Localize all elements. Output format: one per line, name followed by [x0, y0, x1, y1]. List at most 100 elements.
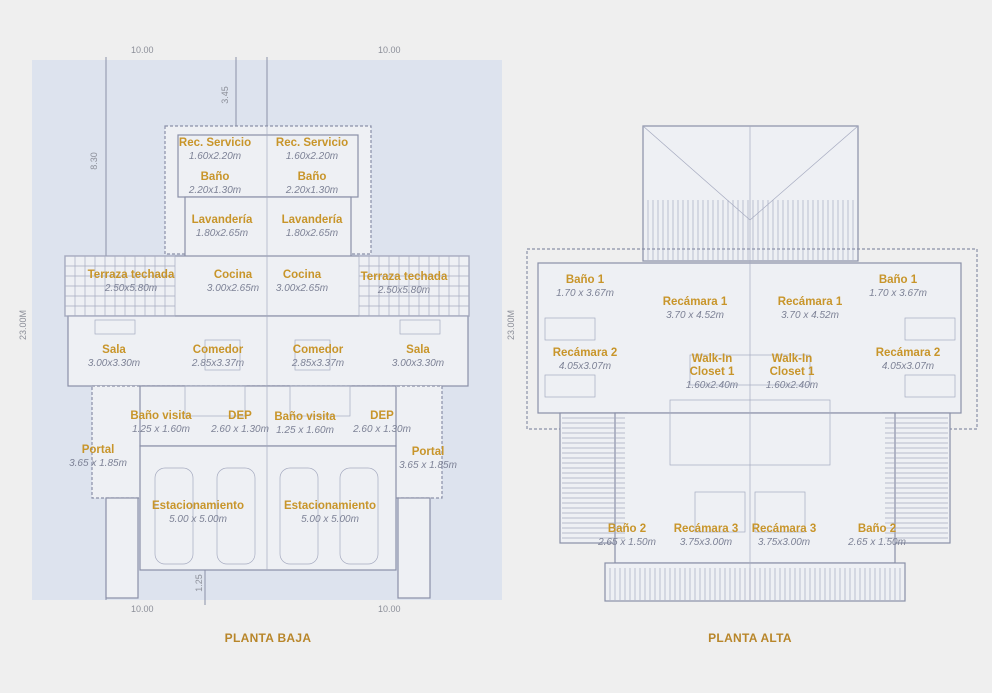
room-label: Comedor 2.85x3.37m	[292, 344, 344, 370]
room-size: 2.60 x 1.30m	[211, 424, 269, 435]
room-label: Baño visita 1.25 x 1.60m	[130, 410, 191, 436]
planta-alta-title: PLANTA ALTA	[708, 631, 792, 645]
room-name: Walk-In Closet 1	[689, 353, 735, 378]
room-size: 3.75x3.00m	[757, 537, 811, 548]
room-name: Comedor	[192, 344, 244, 356]
room-name: Sala	[406, 344, 430, 356]
room-label: Recámara 1 3.70 x 4.52m	[663, 296, 728, 322]
room-size: 3.00x2.65m	[275, 283, 329, 294]
room-name: Cocina	[213, 269, 253, 281]
room-name: Baño 2	[857, 523, 897, 535]
room-label: DEP 2.60 x 1.30m	[211, 410, 269, 436]
room-label: Recámara 1 3.70 x 4.52m	[778, 296, 843, 322]
room-label: Sala 3.00x3.30m	[88, 344, 140, 370]
room-name: Baño	[200, 171, 230, 183]
room-label: Sala 3.00x3.30m	[392, 344, 444, 370]
room-name: Portal	[411, 446, 445, 458]
room-label: Recámara 3 3.75x3.00m	[674, 523, 739, 549]
room-size: 2.20x1.30m	[188, 185, 242, 196]
room-label: Baño 1 1.70 x 3.67m	[869, 274, 927, 300]
room-name: Baño	[297, 171, 327, 183]
dim-bottom-left: 10.00	[131, 604, 154, 614]
room-name: Rec. Servicio	[178, 137, 252, 149]
room-size: 2.60 x 1.30m	[353, 424, 411, 435]
room-size: 2.65 x 1.50m	[848, 537, 906, 548]
room-size: 1.25 x 1.60m	[132, 424, 190, 435]
room-size: 3.00x2.65m	[206, 283, 260, 294]
room-name: Baño 1	[565, 274, 605, 286]
room-name: Recámara 2	[875, 347, 941, 359]
room-size: 2.50x5.80m	[104, 283, 158, 294]
planta-baja-title: PLANTA BAJA	[224, 631, 312, 645]
room-size: 4.05x3.07m	[558, 361, 612, 372]
room-label: Estacionamiento 5.00 x 5.00m	[284, 500, 376, 526]
dim-front-setback: 1.25	[193, 574, 204, 592]
room-size: 2.85x3.37m	[191, 358, 245, 369]
room-size: 2.50x5.80m	[377, 285, 431, 296]
room-size: 1.80x2.65m	[195, 228, 249, 239]
room-name: DEP	[228, 410, 252, 422]
room-size: 1.70 x 3.67m	[869, 288, 927, 299]
room-label: Recámara 3 3.75x3.00m	[752, 523, 817, 549]
room-label: Baño 2 2.65 x 1.50m	[848, 523, 906, 549]
room-size: 5.00 x 5.00m	[169, 514, 227, 525]
dim-rear-setback: 3.45	[219, 86, 230, 104]
room-size: 5.00 x 5.00m	[301, 514, 359, 525]
room-size: 3.75x3.00m	[679, 537, 733, 548]
room-label: Recámara 2 4.05x3.07m	[876, 347, 941, 373]
room-label: Walk-In Closet 1 1.60x2.40m	[762, 353, 822, 392]
room-name: Lavandería	[281, 214, 343, 226]
room-size: 3.00x3.30m	[391, 358, 445, 369]
room-size: 1.25 x 1.60m	[276, 425, 334, 436]
room-name: Recámara 1	[777, 296, 843, 308]
room-name: Recámara 1	[662, 296, 728, 308]
room-name: Sala	[102, 344, 126, 356]
room-size: 3.00x3.30m	[87, 358, 141, 369]
room-size: 1.60x2.20m	[285, 151, 339, 162]
room-label: Recámara 2 4.05x3.07m	[553, 347, 618, 373]
room-label: Terraza techada 2.50x5.80m	[88, 269, 175, 295]
dim-depth-left: 23.00M	[18, 309, 29, 341]
room-label: DEP 2.60 x 1.30m	[353, 410, 411, 436]
room-name: Baño visita	[130, 410, 192, 422]
room-name: Recámara 3	[751, 523, 817, 535]
room-label: Rec. Servicio 1.60x2.20m	[276, 137, 348, 163]
room-name: Baño 1	[878, 274, 918, 286]
room-label: Baño 2 2.65 x 1.50m	[598, 523, 656, 549]
room-name: DEP	[370, 410, 394, 422]
room-name: Portal	[81, 444, 115, 456]
room-name: Estacionamiento	[151, 500, 245, 512]
dim-side: 8.30	[88, 152, 99, 170]
room-name: Recámara 3	[673, 523, 739, 535]
room-size: 2.85x3.37m	[291, 358, 345, 369]
room-size: 2.65 x 1.50m	[598, 537, 656, 548]
room-label: Baño 2.20x1.30m	[189, 171, 241, 197]
room-name: Cocina	[282, 269, 322, 281]
room-name: Comedor	[292, 344, 344, 356]
room-size: 3.65 x 1.85m	[69, 458, 127, 469]
room-size: 1.60x2.20m	[188, 151, 242, 162]
room-size: 1.60x2.40m	[765, 380, 819, 391]
room-name: Walk-In Closet 1	[769, 353, 815, 378]
room-label: Rec. Servicio 1.60x2.20m	[179, 137, 251, 163]
room-label: Estacionamiento 5.00 x 5.00m	[152, 500, 244, 526]
room-label: Baño visita 1.25 x 1.60m	[274, 411, 335, 437]
room-name: Terraza techada	[87, 269, 175, 281]
room-name: Baño 2	[607, 523, 647, 535]
room-size: 3.70 x 4.52m	[781, 310, 839, 321]
room-name: Baño visita	[274, 411, 336, 423]
room-name: Recámara 2	[552, 347, 618, 359]
dim-top-left: 10.00	[131, 45, 154, 55]
room-label: Cocina 3.00x2.65m	[207, 269, 259, 295]
room-name: Rec. Servicio	[275, 137, 349, 149]
room-size: 4.05x3.07m	[881, 361, 935, 372]
room-size: 2.20x1.30m	[285, 185, 339, 196]
room-size: 3.70 x 4.52m	[666, 310, 724, 321]
room-name: Estacionamiento	[283, 500, 377, 512]
